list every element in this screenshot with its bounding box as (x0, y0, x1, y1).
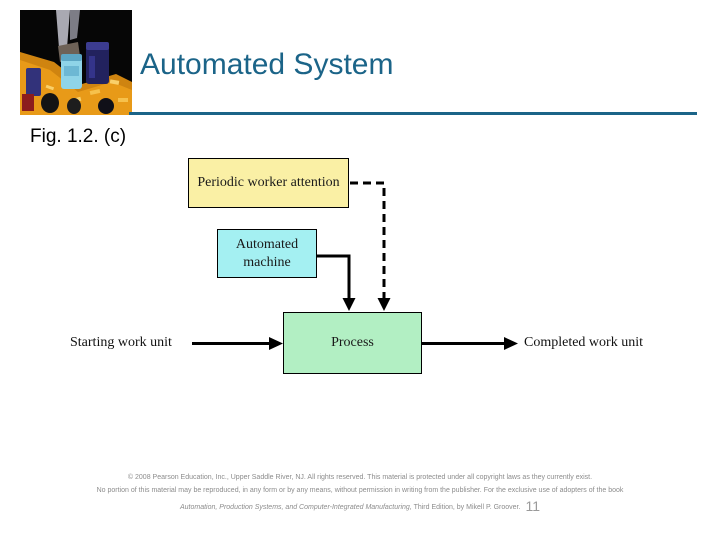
output-arrow (422, 337, 518, 350)
box-periodic-worker-attention: Periodic worker attention (188, 158, 349, 208)
box-process: Process (283, 312, 422, 374)
book-title: Automation, Production Systems, and Comp… (179, 504, 412, 511)
label-starting-work-unit: Starting work unit (70, 335, 172, 350)
circuit-board-photo (20, 10, 132, 115)
box-automated-machine: Automated machine (217, 229, 317, 278)
page-number: 11 (525, 498, 540, 514)
copyright-footer: © 2008 Pearson Education, Inc., Upper Sa… (0, 471, 720, 497)
copyright-line-1: © 2008 Pearson Education, Inc., Upper Sa… (127, 474, 593, 481)
book-edition: Third Edition, by Mikell P. Groover. (411, 504, 521, 511)
box-periodic-label: Periodic worker attention (197, 175, 340, 191)
box-machine-label: Automated machine (235, 237, 299, 270)
copyright-line-2: No portion of this material may be repro… (96, 487, 624, 494)
figure-label: Fig. 1.2. (c) (30, 126, 127, 147)
label-completed-work-unit: Completed work unit (524, 335, 643, 350)
input-arrow (192, 337, 283, 350)
title-underline (129, 112, 697, 115)
box-process-label: Process (331, 335, 374, 351)
page-title: Automated System (140, 48, 394, 81)
solid-connector (317, 254, 356, 311)
book-credit-line: Automation, Production Systems, and Comp… (0, 496, 720, 518)
dashed-connector (350, 181, 391, 311)
